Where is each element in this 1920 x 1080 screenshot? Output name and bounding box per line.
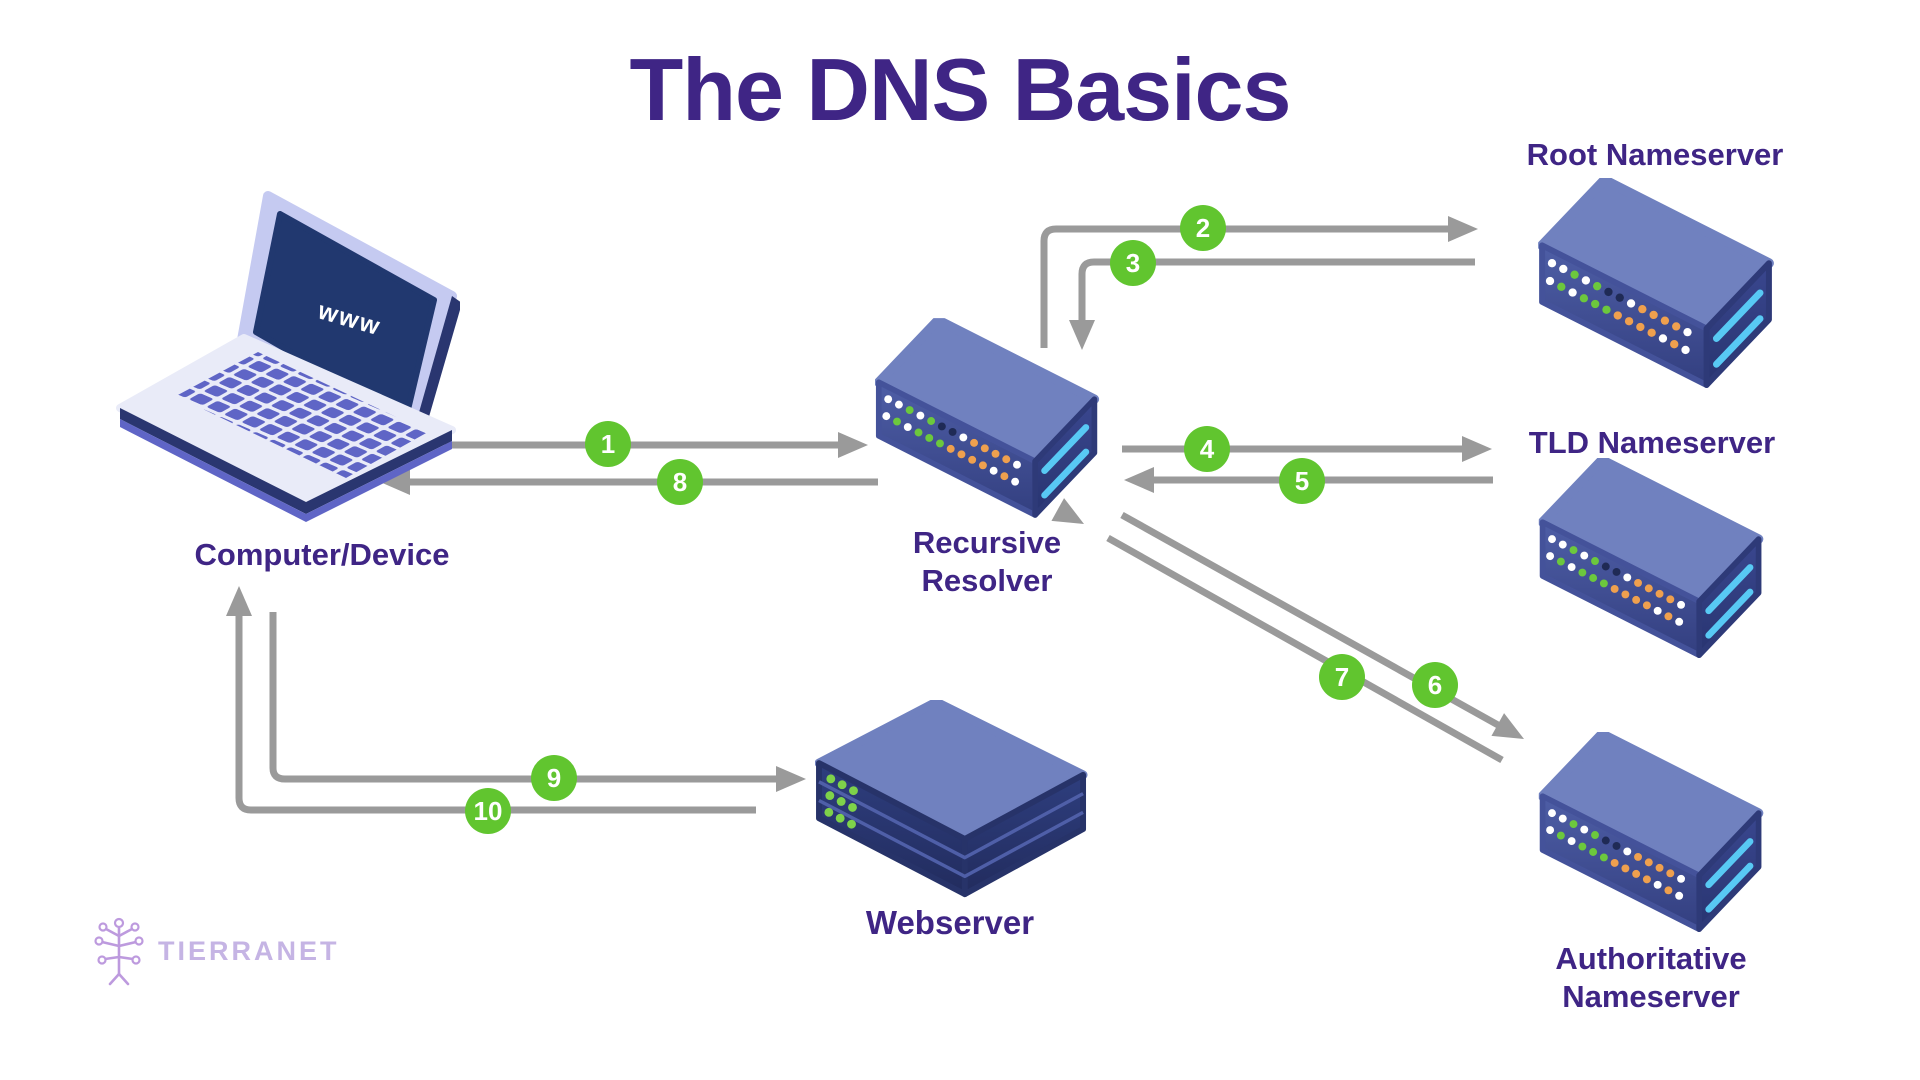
webserver-icon	[815, 700, 1091, 902]
arrow-step-10	[235, 612, 756, 814]
root-nameserver-label: Root Nameserver	[1526, 137, 1784, 172]
arrow-step-7	[1106, 534, 1504, 764]
laptop-icon: www	[116, 191, 460, 522]
step-badge-5: 5	[1279, 458, 1325, 504]
arrow-step-9	[269, 612, 780, 783]
authoritative-nameserver-label: Authoritative Nameserver	[1555, 941, 1747, 1014]
step-badge-4: 4	[1184, 426, 1230, 472]
step-badge-10: 10	[465, 788, 511, 834]
tld-nameserver-label: TLD Nameserver	[1528, 425, 1776, 460]
tld-nameserver-icon	[1538, 458, 1766, 658]
step-badge-3: 3	[1110, 240, 1156, 286]
arrow-step-2	[1040, 225, 1452, 348]
step-badge-6: 6	[1412, 662, 1458, 708]
computer-device-label: Computer/Device	[194, 537, 450, 572]
root-nameserver-icon	[1537, 178, 1777, 388]
recursive-resolver-server-icon	[875, 318, 1101, 518]
step-badge-9: 9	[531, 755, 577, 801]
arrowheads	[226, 216, 1524, 792]
step-badge-2: 2	[1180, 205, 1226, 251]
brand-logo: TIERRANET	[92, 914, 340, 988]
webserver-label: Webserver	[865, 904, 1035, 941]
recursive-resolver-label: Recursive Resolver	[912, 525, 1062, 598]
laptop-keyboard	[176, 352, 428, 478]
step-badge-8: 8	[657, 459, 703, 505]
step-badge-1: 1	[585, 421, 631, 467]
circuit-tree-icon	[94, 917, 144, 986]
authoritative-nameserver-icon	[1538, 732, 1766, 932]
brand-logo-text: TIERRANET	[158, 935, 340, 966]
step-badge-7: 7	[1319, 654, 1365, 700]
arrow-step-3	[1078, 258, 1475, 326]
page-title: The DNS Basics	[629, 40, 1292, 139]
